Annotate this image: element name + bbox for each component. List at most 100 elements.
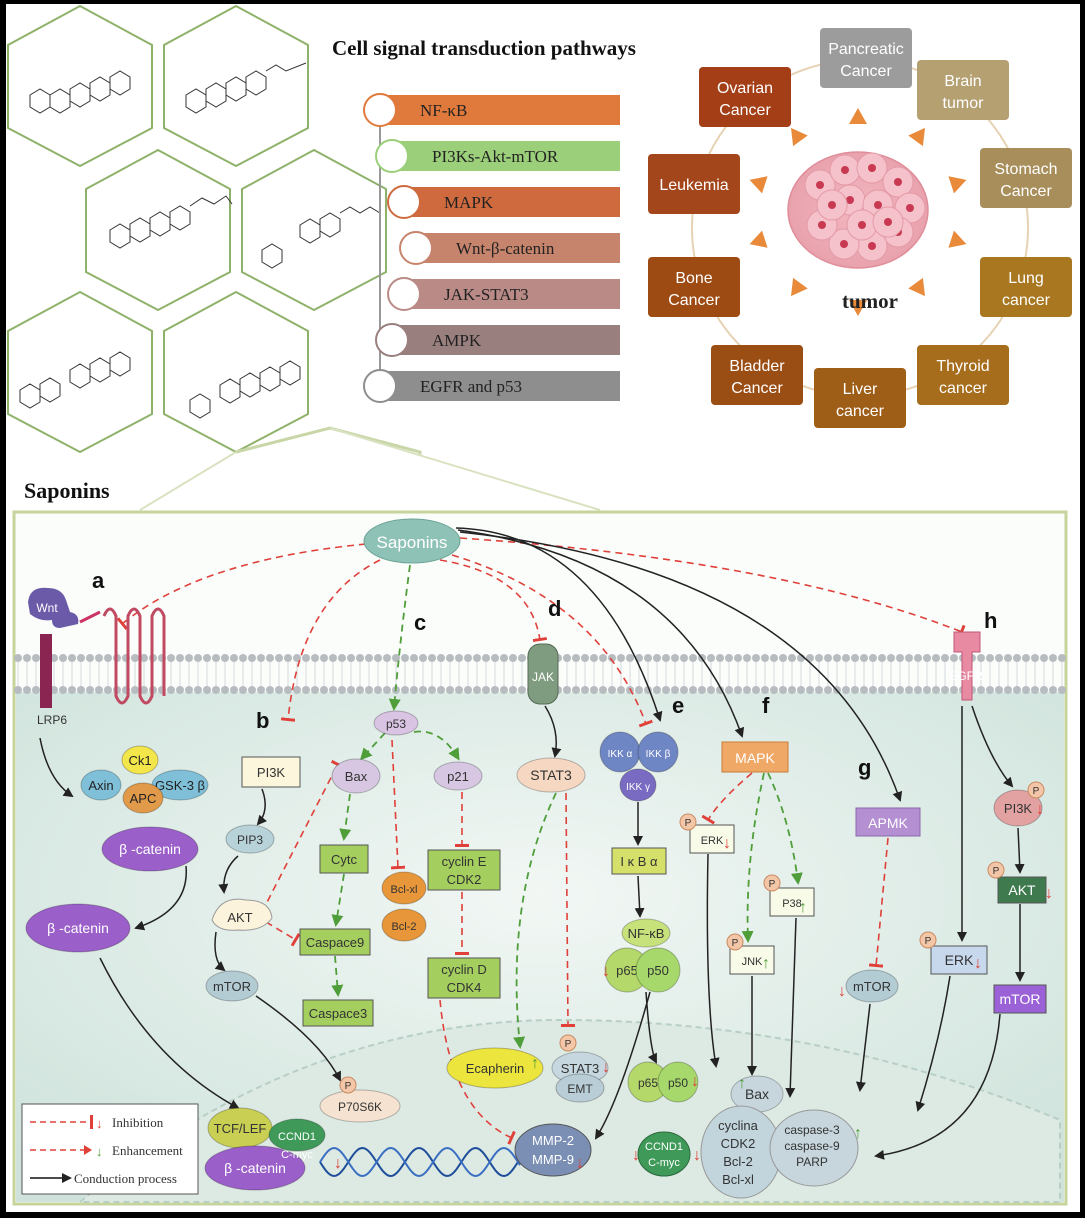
pathway-arrows — [39, 527, 1025, 1160]
jak-label: JAK — [532, 670, 554, 684]
node-label: CCND1 — [645, 1141, 683, 1153]
node-label: C-myc — [648, 1157, 680, 1169]
node-label: MAPK — [735, 750, 775, 766]
legend-inhibition: Inhibition — [112, 1115, 164, 1130]
node-label: cyclin D — [441, 962, 487, 977]
wnt-label: Wnt — [36, 601, 58, 615]
node-label: AKT — [227, 910, 252, 925]
svg-text:↓: ↓ — [96, 1116, 103, 1131]
node-label: Cytc — [331, 852, 358, 867]
node-label: Bcl-2 — [391, 921, 416, 933]
legend-enhancement: Enhancement — [112, 1143, 183, 1158]
node-label: mTOR — [853, 979, 891, 994]
svg-text:↓: ↓ — [1045, 885, 1053, 902]
node-p38: P38 — [769, 887, 815, 917]
node-label: STAT3 — [530, 767, 572, 783]
panel-h-label: h — [984, 608, 997, 633]
node-label: Axin — [88, 778, 113, 793]
node-ikkg: IKK γ — [619, 768, 657, 802]
node-bcat2: β -catenin — [25, 903, 131, 953]
node-label: APC — [130, 791, 157, 806]
node-bcat1: β -catenin — [101, 826, 199, 872]
node-label: cyclin E — [442, 854, 487, 869]
lrp6-label: LRP6 — [37, 713, 67, 727]
phospho-label: P — [1033, 786, 1040, 797]
node-label: ERK — [945, 952, 974, 968]
svg-text:↓: ↓ — [691, 1073, 699, 1090]
node-casp9: Caspace9 — [299, 928, 371, 956]
node-label: STAT3 — [561, 1061, 600, 1076]
saponins-node-label: Saponins — [377, 533, 448, 552]
node-pi3k_h: PI3K — [993, 789, 1043, 827]
node-label: p53 — [386, 717, 406, 731]
svg-text:↑: ↑ — [738, 1075, 746, 1092]
node-label: IKK β — [646, 749, 671, 760]
pathway-label: PI3Ks-Akt-mTOR — [432, 147, 559, 166]
phospho-label: P — [993, 866, 1000, 877]
pathway-label: NF-κB — [420, 101, 467, 120]
node-p70: P70S6K — [319, 1089, 401, 1123]
node-cytc: Cytc — [319, 844, 369, 874]
node-ikba: I κ B α — [611, 847, 667, 875]
panel-d-label: d — [548, 596, 561, 621]
node-label: Bcl-2 — [723, 1154, 753, 1169]
svg-text:↑: ↑ — [762, 955, 770, 972]
node-label: p65 — [616, 963, 638, 978]
pathways-title: Cell signal transduction pathways — [332, 36, 636, 60]
svg-text:↑: ↑ — [854, 1125, 862, 1142]
node-label: TCF/LEF — [214, 1121, 267, 1136]
saponins-node — [363, 518, 461, 564]
svg-text:↑: ↑ — [799, 899, 807, 916]
svg-text:↓: ↓ — [334, 1155, 342, 1172]
node-label: β -catenin — [224, 1160, 286, 1176]
node-bcl2: Bcl-2 — [381, 908, 427, 942]
node-gsk3b: GSK-3 β — [151, 769, 209, 801]
panel-f-label: f — [762, 693, 770, 718]
svg-text:↑: ↑ — [531, 1055, 539, 1072]
svg-text:↓: ↓ — [1036, 801, 1044, 818]
hexagon — [241, 148, 387, 312]
cancer-8: Leukemia — [648, 154, 740, 214]
node-tcf: TCF/LEF — [207, 1107, 273, 1149]
tumor-arrows — [749, 108, 967, 316]
tumor-mass — [787, 151, 929, 269]
node-akt: AKT — [211, 898, 273, 931]
node-baxn: Bax — [730, 1075, 784, 1113]
legend-conduction: Conduction process — [74, 1171, 177, 1186]
node-erk_f: ERK — [689, 824, 735, 854]
node-label: Bcl-xl — [391, 884, 418, 896]
node-label: NF-κB — [628, 926, 665, 941]
pathway-4: JAK-STAT3 — [387, 277, 620, 311]
node-apc: APC — [122, 782, 164, 814]
node-p50n: p50 — [657, 1061, 699, 1103]
pathway-1: PI3Ks-Akt-mTOR — [375, 139, 620, 173]
node-axin: Axin — [80, 769, 122, 801]
panel-g-label: g — [858, 755, 871, 780]
node-label: JNK — [742, 956, 763, 968]
pathway-label: AMPK — [432, 331, 482, 350]
dna-helix — [319, 1146, 521, 1178]
legend: ↓ Inhibition ↓ Enhancement Conduction pr… — [21, 1103, 199, 1195]
node-jnk: JNK — [729, 945, 775, 975]
node-label: IKK α — [608, 749, 633, 760]
node-label: CDK2 — [721, 1136, 756, 1151]
pathway-label: Wnt-β-catenin — [456, 239, 555, 258]
node-mapk: MAPK — [721, 741, 789, 773]
node-label: ERK — [701, 835, 724, 847]
hexagon — [163, 4, 309, 168]
node-label: PARP — [796, 1155, 828, 1169]
node-label: CDK4 — [447, 980, 482, 995]
node-stat3n: STAT3 — [551, 1051, 609, 1085]
node-label: AKT — [1008, 882, 1036, 898]
svg-text:↓: ↓ — [974, 955, 982, 972]
